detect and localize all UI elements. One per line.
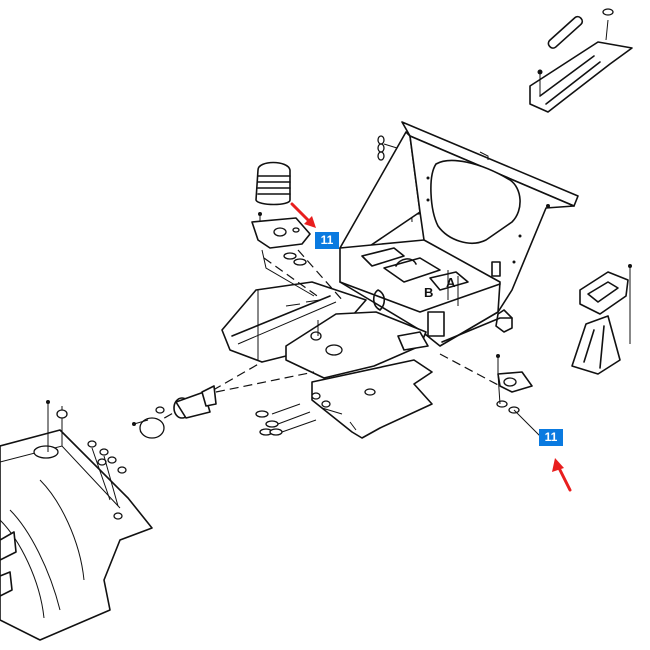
shift-boot-left: [251, 161, 315, 297]
right-mount-plate: [496, 354, 541, 437]
marker-letter-b: B: [424, 285, 434, 300]
indicator-arrow-lower: [552, 458, 572, 492]
callout-label-upper[interactable]: 11: [315, 232, 339, 249]
indicator-arrow-upper: [290, 202, 316, 228]
seal-parts: [132, 385, 331, 439]
main-frame: [339, 121, 579, 347]
floor-mat: [0, 400, 153, 641]
lever-bracket-assembly: [529, 8, 633, 113]
shift-boot-right: [571, 264, 632, 375]
callout-label-lower[interactable]: 11: [539, 429, 563, 446]
marker-letter-a: A: [446, 275, 456, 290]
